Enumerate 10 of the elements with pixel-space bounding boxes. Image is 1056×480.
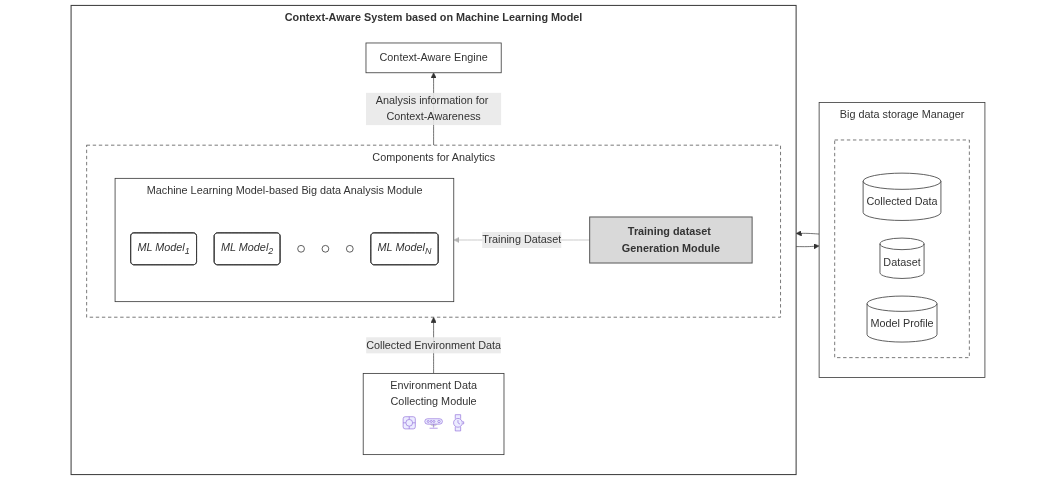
cluster	[834, 139, 970, 358]
edge-label: Collected Environment Data	[366, 339, 502, 351]
node-circle	[321, 245, 330, 253]
node-circle	[297, 245, 305, 253]
edge-label: Training Dataset	[482, 233, 562, 246]
cluster: Environment Data Collecting Module	[362, 373, 505, 456]
node-box: Context-Aware Engine	[365, 42, 502, 74]
edge-label: Analysis information for Context-Awareness	[375, 94, 489, 123]
node-circle	[346, 245, 354, 253]
node-box: Training dataset Generation Module	[589, 216, 753, 264]
